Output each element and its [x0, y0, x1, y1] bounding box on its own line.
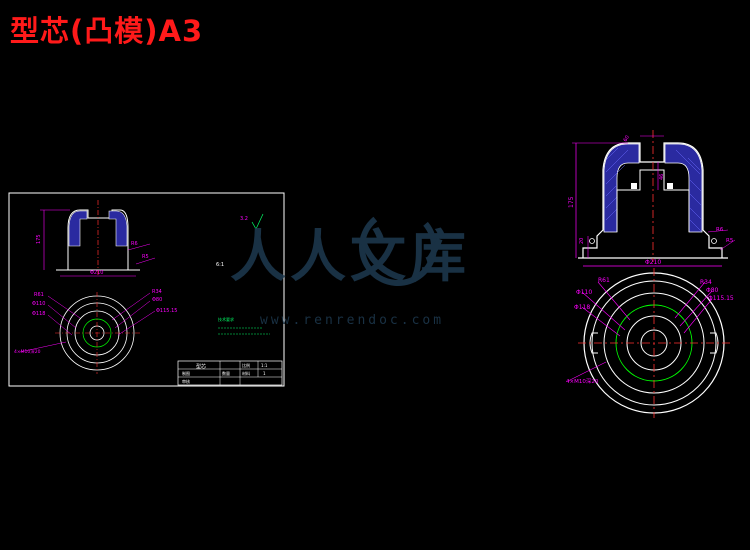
detail-hatch-strokes: [605, 147, 702, 232]
detail-hatch-right: [664, 143, 703, 233]
detail-d115-label: Φ115.15: [708, 295, 734, 302]
title-block: 型芯 比例 1:1 材料 数量 1 制图 审核: [177, 360, 283, 386]
sheet-section-label: 6:1: [216, 262, 224, 268]
sheet-d115-label: Φ115.15: [156, 308, 177, 314]
detail-leader-d80: [679, 290, 713, 327]
sheet-leader-bolt: [19, 341, 67, 353]
title-block-qty: 数量: [222, 370, 230, 376]
detail-leader-r34: [674, 281, 706, 319]
detail-slot-right: [667, 183, 673, 189]
sheet-r61-label: R61: [34, 292, 44, 298]
sheet-note-title: 技术要求: [218, 316, 234, 322]
detail-height-label: 175: [568, 196, 575, 208]
detail-r5-leader: [719, 239, 736, 251]
sheet-r5-label: R5: [142, 254, 149, 260]
sheet-notes: 3.2 6:1 技术要求: [216, 213, 270, 335]
sheet-r6-label: R6: [131, 241, 138, 247]
detail-section-view: 175 60 46 Φ210 20 R6 R5: [568, 130, 736, 267]
sheet-border: [8, 192, 285, 387]
sheet-r6-leader: [127, 243, 151, 251]
detail-slot-left: [631, 183, 637, 189]
sheet-d80-label: Φ80: [152, 297, 162, 303]
detail-leader-d110: [581, 291, 626, 331]
sheet-r5-leader: [135, 257, 156, 265]
detail-leader-bolt: [567, 361, 607, 382]
sheet-leader-d80: [114, 300, 151, 329]
roughness-symbol: [251, 213, 264, 230]
title-block-count: 1: [263, 371, 266, 376]
detail-r6-label: R6: [716, 227, 724, 233]
detail-top-label: 60: [623, 134, 631, 143]
detail-base-dia-label: Φ210: [645, 259, 661, 266]
sheet-leader-d118: [47, 314, 73, 336]
sheet-base-dia-label: Φ210: [90, 270, 103, 276]
detail-leader-d118: [581, 306, 621, 337]
sheet-leader-d110: [47, 304, 77, 329]
sheet-bolt-label: 4×M10深20: [14, 348, 41, 355]
title-block-drawn: 制图: [182, 370, 190, 376]
detail-hole-right: [711, 238, 717, 244]
watermark-logo-icon: [359, 207, 437, 286]
title-block-material: 材料: [242, 370, 250, 376]
title-block-scale: 比例: [242, 362, 250, 368]
detail-inner-cavity: [616, 169, 690, 232]
drawing-sheet: 175 Φ210 R6 R5 R61 Φ110 Φ118 R34 Φ80: [8, 192, 285, 387]
detail-leader-d115: [683, 298, 713, 334]
sheet-hatch-right: [108, 210, 128, 247]
title-block-frame: [177, 360, 283, 386]
detail-h20-label: 20: [579, 238, 585, 244]
sheet-d118-label: Φ118: [32, 311, 45, 317]
sheet-r34-label: R34: [152, 289, 162, 295]
title-block-checked: 审核: [182, 378, 190, 384]
detail-r34-label: R34: [700, 279, 712, 286]
detail-d80-label: Φ80: [706, 287, 719, 294]
detail-r61-label: R61: [598, 277, 610, 284]
sheet-d110-label: Φ110: [32, 301, 45, 307]
detail-r5-label: R5: [726, 238, 734, 244]
detail-d118-label: Φ118: [574, 304, 590, 311]
title-block-ratio: 1:1: [261, 363, 268, 368]
sheet-section-view: 175 Φ210 R6 R5: [36, 200, 156, 277]
watermark: 人人文库 www.renrendoc.com: [230, 207, 470, 328]
sheet-height-label: 175: [36, 234, 42, 244]
detail-inner-label: 46: [659, 174, 665, 180]
sheet-core-body: [60, 209, 136, 271]
sheet-leader-r61: [47, 295, 81, 319]
detail-hole-left: [589, 238, 595, 244]
watermark-brand: 人人文库: [230, 225, 470, 290]
detail-hatch-left: [603, 143, 640, 233]
detail-plan-view: R61 Φ110 Φ118 R34 Φ80 Φ115.15 4×M10深20: [566, 268, 734, 418]
detail-bolt-label: 4×M10深20: [566, 377, 599, 385]
sheet-plan-view: R61 Φ110 Φ118 R34 Φ80 Φ115.15 4×M10深20: [14, 289, 177, 374]
detail-d110-label: Φ110: [576, 289, 592, 296]
page-title: 型芯(凸模)A3: [10, 14, 204, 48]
detail-core-outline: [582, 142, 723, 258]
watermark-url: www.renrendoc.com: [260, 313, 444, 328]
sheet-roughness-label: 3.2: [240, 216, 248, 222]
sheet-leader-r34: [111, 292, 151, 321]
detail-r6-leader: [707, 229, 729, 233]
detail-leader-r61: [597, 281, 631, 321]
sheet-leader-d115: [117, 310, 156, 336]
sheet-hatch-left: [68, 210, 88, 247]
title-block-name: 型芯: [196, 363, 206, 370]
